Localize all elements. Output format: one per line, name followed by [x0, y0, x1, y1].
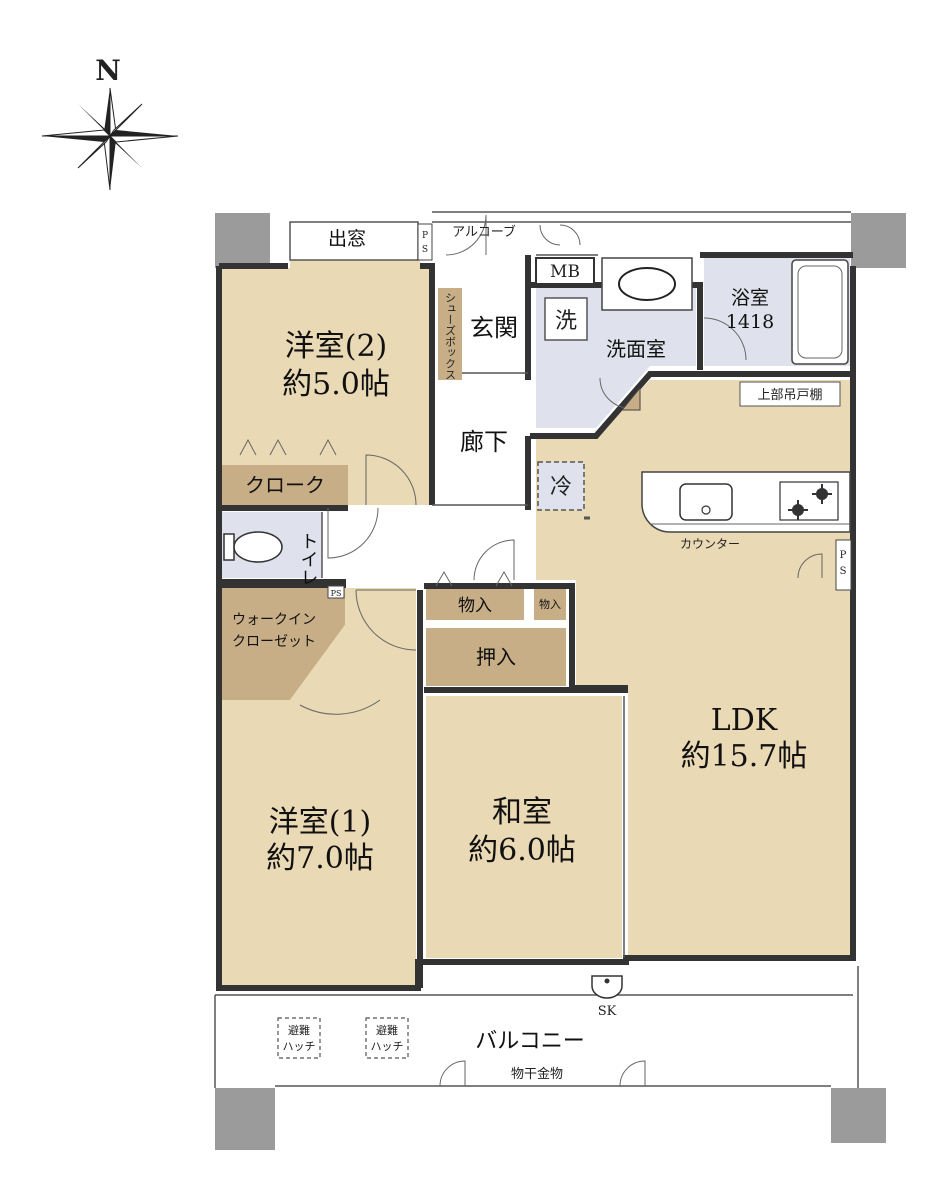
room-size-bathroom: 1418	[726, 311, 774, 333]
ps-box	[835, 539, 852, 591]
slop-sink-icon	[591, 975, 623, 999]
ps-box	[327, 585, 345, 599]
ps-label: P	[840, 550, 847, 561]
room-japanese	[426, 696, 622, 958]
pillar	[831, 1088, 886, 1143]
burner-icon	[788, 484, 832, 520]
storage-2-label: 物入	[539, 597, 561, 611]
door-swings	[299, 214, 823, 1087]
storage-1-label: 物入	[458, 596, 492, 616]
washroom-storage	[620, 386, 641, 411]
mb-box	[535, 257, 595, 285]
hatch-label: ハッチ	[371, 1040, 404, 1053]
ps-label: P	[422, 231, 428, 241]
room-name-balcony: バルコニー	[475, 1029, 585, 1054]
stove-icon	[779, 481, 839, 521]
ps-label: S	[422, 245, 428, 255]
room-name-western-1: 洋室(1)	[269, 805, 372, 840]
room-western-2	[222, 258, 430, 505]
walls	[216, 252, 856, 991]
shoe-box	[438, 288, 462, 380]
walkin-label-2: クローゼット	[232, 634, 316, 650]
room-size-japanese: 約6.0帖	[468, 833, 576, 868]
room-name-bathroom: 浴室	[731, 287, 769, 309]
oshiire	[426, 628, 566, 686]
storage-1	[426, 588, 524, 620]
walkin-label-1: ウォークイン	[232, 612, 316, 628]
evac-hatch-2	[365, 1017, 409, 1059]
room-name-ldk: LDK	[711, 703, 778, 738]
hatch-label: 避難	[288, 1023, 310, 1037]
pillar	[851, 213, 906, 268]
room-name-japanese: 和室	[492, 795, 552, 830]
pillar	[215, 1088, 275, 1150]
shoe-box-label: シューズボックス	[444, 292, 457, 380]
room-name-washroom: 洗面室	[606, 337, 666, 361]
room-name-corridor: 廊下	[460, 428, 508, 456]
mb-label: MB	[550, 262, 580, 282]
compass-icon: N	[41, 54, 179, 191]
evac-hatch-1	[277, 1017, 321, 1059]
fridge-space	[537, 461, 585, 511]
closet-door-marks	[239, 438, 513, 587]
cloak-storage	[222, 465, 348, 505]
kitchen-sink-icon	[679, 483, 733, 521]
room-size-ldk: 約15.7帖	[681, 739, 808, 774]
hatch-label: 避難	[376, 1023, 398, 1037]
toilet-icon	[223, 531, 283, 563]
hatch-label: ハッチ	[283, 1040, 316, 1053]
washer-space	[544, 297, 588, 341]
ps-label: PS	[331, 589, 342, 598]
ps-box	[417, 223, 433, 261]
room-name-western-2: 洋室(2)	[285, 329, 388, 364]
sink-icon	[618, 267, 676, 301]
cloak-label: クローク	[245, 473, 325, 497]
room-name-toilet: トイレ	[298, 532, 319, 586]
compass-north-label: N	[95, 54, 121, 87]
bathtub-icon	[791, 259, 849, 365]
counter-label: カウンター	[680, 537, 740, 551]
room-name-entrance: 玄関	[470, 314, 518, 342]
fridge-label: 冷	[550, 475, 572, 500]
drying-hardware-label: 物干金物	[511, 1066, 563, 1082]
pillar	[215, 213, 270, 268]
thin-lines	[214, 211, 859, 1088]
upper-cabinet-label: 上部吊戸棚	[757, 388, 822, 403]
alcove-label: アルコーブ	[452, 224, 516, 240]
room-size-western-1: 約7.0帖	[266, 841, 374, 876]
drain-icon	[701, 505, 711, 515]
upper-cabinet-box	[739, 381, 841, 407]
room-size-western-2: 約5.0帖	[282, 367, 390, 402]
washer-label: 洗	[555, 309, 577, 334]
oshiire-label: 押入	[476, 645, 516, 669]
room-western-1	[222, 588, 416, 985]
storage-2	[534, 588, 566, 620]
bathtub-inner	[797, 265, 843, 359]
ps-label: S	[840, 566, 847, 577]
bay-window-label: 出窓	[328, 228, 366, 250]
walkin-closet	[222, 588, 345, 700]
sk-label: SK	[598, 1004, 617, 1019]
